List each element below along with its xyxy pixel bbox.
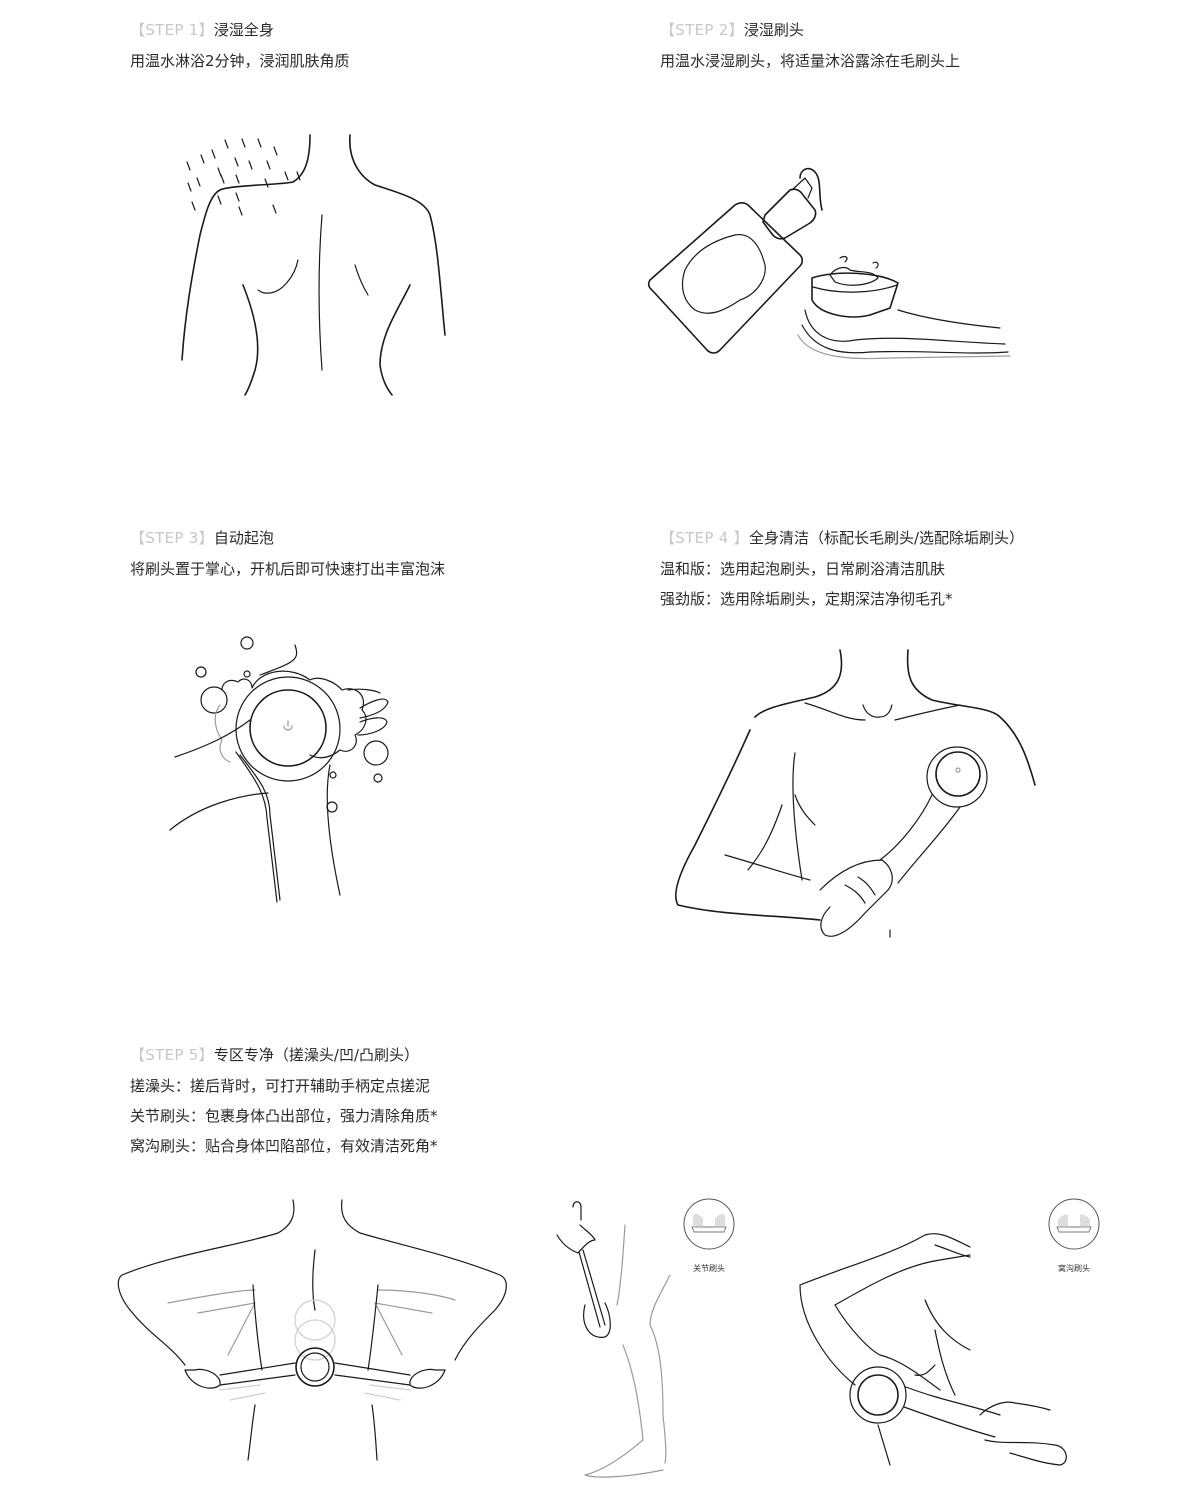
- shower-back-illustration: [181, 134, 446, 396]
- joint-brush-head-icon: [683, 1198, 735, 1250]
- step-4-heading: 【STEP 4 】全身清洁（标配长毛刷头/选配除垢刷头）: [660, 528, 1024, 548]
- leg-scrub-illustration: [556, 1201, 671, 1478]
- step-1-tag: 【STEP 1】: [130, 21, 214, 39]
- step-5-tag: 【STEP 5】: [130, 1046, 214, 1064]
- step-3-heading: 【STEP 3】自动起泡: [130, 528, 445, 548]
- back-scrub-illustration: [117, 1199, 507, 1461]
- step-5: 【STEP 5】专区专净（搓澡头/凹/凸刷头） 搓澡头：搓后背时，可打开辅助手柄…: [130, 1045, 438, 1156]
- step-1-desc: 用温水淋浴2分钟，浸润肌肤角质: [130, 52, 350, 70]
- groove-brush-head-icon: [1048, 1198, 1100, 1250]
- chest-brushing-illustration: [674, 649, 1036, 938]
- groove-brush-head-badge: 窝沟刷头: [1044, 1197, 1104, 1274]
- step-4-desc-2: 强劲版：选用除垢刷头，定期深洁净彻毛孔*: [660, 590, 953, 608]
- joint-brush-head-badge: 关节刷头: [679, 1197, 739, 1274]
- step-1-title: 浸湿全身: [213, 21, 274, 39]
- step-3-title: 自动起泡: [213, 529, 274, 547]
- step-1-heading: 【STEP 1】浸湿全身: [130, 20, 350, 40]
- step-2-title: 浸湿刷头: [743, 21, 804, 39]
- step-3: 【STEP 3】自动起泡 将刷头置于掌心，开机后即可快速打出丰富泡沫: [130, 528, 445, 579]
- step-5-desc-1: 搓澡头：搓后背时，可打开辅助手柄定点搓泥: [130, 1077, 431, 1095]
- step-3-desc: 将刷头置于掌心，开机后即可快速打出丰富泡沫: [130, 560, 446, 578]
- step-5-desc-2: 关节刷头：包裹身体凸出部位，强力清除角质*: [130, 1107, 438, 1125]
- step-3-tag: 【STEP 3】: [130, 529, 214, 547]
- bottle-and-brush-illustration: [647, 167, 1011, 360]
- step-4-desc-1: 温和版：选用起泡刷头，日常刷浴清洁肌肤: [660, 560, 946, 578]
- step-2: 【STEP 2】浸湿刷头 用温水浸湿刷头，将适量沐浴露涂在毛刷头上: [660, 20, 960, 71]
- step-2-tag: 【STEP 2】: [660, 21, 744, 39]
- step-2-heading: 【STEP 2】浸湿刷头: [660, 20, 960, 40]
- armpit-scrub-illustration: [799, 1233, 1067, 1466]
- step-5-heading: 【STEP 5】专区专净（搓澡头/凹/凸刷头）: [130, 1045, 438, 1065]
- step-4: 【STEP 4 】全身清洁（标配长毛刷头/选配除垢刷头） 温和版：选用起泡刷头，…: [660, 528, 1024, 609]
- joint-brush-head-label: 关节刷头: [693, 1264, 725, 1273]
- step-4-tag: 【STEP 4 】: [660, 529, 749, 547]
- brush-foam-illustration: [169, 636, 389, 903]
- step-5-desc-3: 窝沟刷头：贴合身体凹陷部位，有效清洁死角*: [130, 1137, 438, 1155]
- step-5-title: 专区专净（搓澡头/凹/凸刷头）: [213, 1046, 420, 1064]
- step-1: 【STEP 1】浸湿全身 用温水淋浴2分钟，浸润肌肤角质: [130, 20, 350, 71]
- step-2-desc: 用温水浸湿刷头，将适量沐浴露涂在毛刷头上: [660, 52, 961, 70]
- step-4-title: 全身清洁（标配长毛刷头/选配除垢刷头）: [749, 529, 1025, 547]
- groove-brush-head-label: 窝沟刷头: [1058, 1264, 1090, 1273]
